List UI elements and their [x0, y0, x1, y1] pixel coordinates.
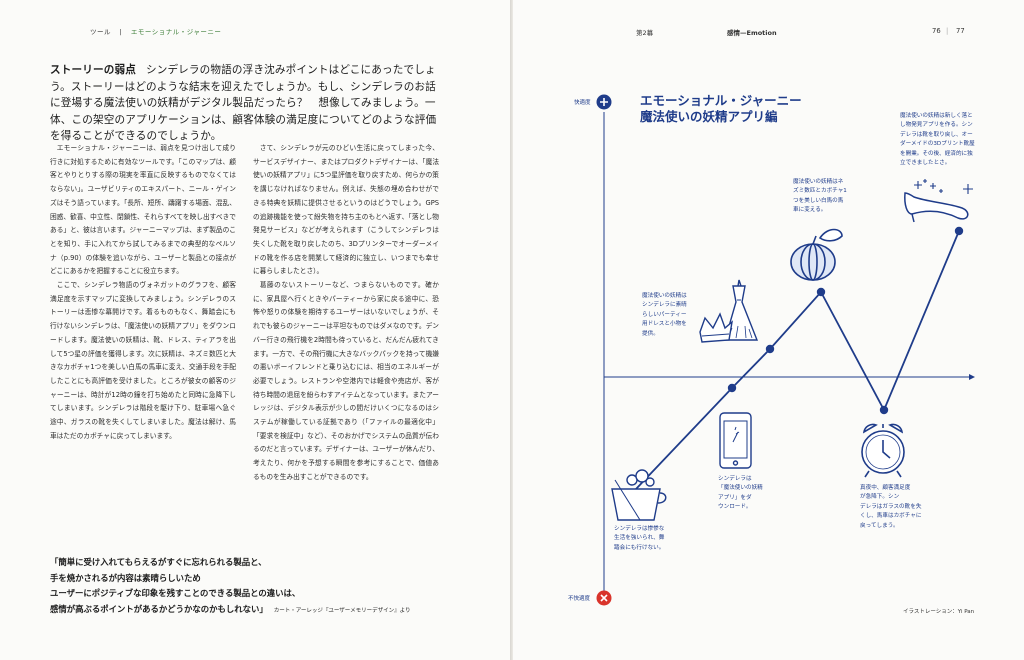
bucket-icon	[611, 469, 667, 521]
annotation-step-4: 魔法使いの妖精はネ ズミ数匹とカボチャ1 つを美しい白馬の馬 車に変える。	[793, 179, 847, 214]
body-column-1: エモーショナル・ジャーニーは、弱点を見つけ出して成り行きに対処するために有効なツ…	[50, 142, 236, 443]
annotation-step-3: 魔法使いの妖精は シンデレラに素晴 らしいパーティー 用ドレスと小物を 提供。	[642, 293, 687, 337]
journey-point	[765, 344, 775, 354]
running-head-title: エモーショナル・ジャーニー	[130, 28, 222, 36]
left-page: ツール | エモーショナル・ジャーニー ストーリーの弱点シンデレラの物語の浮き沈…	[0, 0, 511, 660]
chart-title: エモーショナル・ジャーニー 魔法使いの妖精アプリ編	[640, 93, 802, 125]
quote-citation: カート・アーレッジ『ユーザーメモリーデザイン』より	[273, 607, 411, 614]
x-glyph	[600, 594, 608, 602]
lead-heading: ストーリーの弱点	[50, 64, 136, 76]
running-head-left: ツール | エモーショナル・ジャーニー	[90, 28, 222, 36]
quote-line: ユーザーにポジティブな印象を残すことのできる製品との違いは、	[50, 588, 301, 598]
chart-title-line-1: エモーショナル・ジャーニー	[640, 93, 802, 108]
running-head-chapter-title: 感情—Emotion	[727, 29, 777, 37]
alarm-clock-icon	[861, 423, 905, 478]
body-paragraph: ここで、シンデレラ物語のヴォネガットのグラフを、顧客満足度を示すマップに変換して…	[50, 281, 236, 440]
body-paragraph: 葛藤のないストーリーなど、つまらないものです。確かに、家具屋へ行くときやパーティ…	[253, 281, 439, 481]
plus-glyph	[600, 98, 608, 106]
running-head-chapter: 第2幕	[636, 29, 654, 37]
x-axis-arrow	[969, 374, 975, 380]
running-head-section: ツール	[90, 28, 111, 36]
lead-paragraph: ストーリーの弱点シンデレラの物語の浮き沈みポイントはどこにあったでしょう。ストー…	[50, 62, 442, 145]
illustration-credit: イラストレーション：Yi Pan	[903, 609, 975, 615]
body-column-2: さて、シンデレラが元のひどい生活に戻ってしまった今、サービスデザイナー、またはプ…	[253, 142, 439, 485]
page-number-left: 76	[932, 27, 941, 35]
y-axis-top-label: 快適度	[574, 100, 591, 106]
quote-line: 手を焼かされるが内容は素晴らしいため	[50, 572, 201, 583]
annotation-step-1: シンデレラは惨惨な 生活を強いられ、舞 踏会にも行けない。	[614, 526, 665, 551]
lead-text: シンデレラの物語の浮き沈みポイントはどこにあったでしょう。ストーリーはどのような…	[50, 64, 437, 142]
quote-line: 「簡単に受け入れてもらえるがすぐに忘れられる製品と、	[50, 557, 267, 567]
journey-point	[727, 383, 737, 393]
crown-icon	[699, 312, 734, 343]
right-page	[513, 0, 1024, 660]
annotation-step-6: 魔法使いの妖精は新しく落と し物発見アプリを作る。シン デレラは靴を取り戻し、オ…	[900, 113, 975, 167]
pumpkin-icon	[790, 228, 843, 281]
y-axis-bottom-label: 不快適度	[568, 596, 591, 602]
pull-quote: 「簡単に受け入れてもらえるがすぐに忘れられる製品と、 手を焼かされるが内容は素晴…	[50, 555, 470, 619]
journey-point	[816, 287, 826, 297]
annotation-step-2: シンデレラは 「魔法使いの妖精 アプリ」をダ ウンロード。	[718, 476, 763, 511]
journey-line	[635, 230, 960, 490]
book-gutter	[510, 0, 513, 660]
body-paragraph: エモーショナル・ジャーニーは、弱点を見つけ出して成り行きに対処するために有効なツ…	[50, 144, 236, 276]
emotional-journey-chart	[596, 94, 975, 606]
page-number-right: 77	[956, 27, 965, 35]
quote-line: 感情が高ぶるポイントがあるかどうかなのかもしれない」	[50, 603, 268, 614]
journey-point	[879, 405, 889, 415]
annotation-step-5: 真夜中、顧客満足度 が急降下。シン デレラはガラスの靴を失 くし、馬車はカボチャ…	[860, 485, 922, 529]
glass-slipper-icon	[904, 179, 973, 223]
phone-icon	[719, 412, 752, 469]
chart-title-line-2: 魔法使いの妖精アプリ編	[640, 109, 778, 124]
body-paragraph: さて、シンデレラが元のひどい生活に戻ってしまった今、サービスデザイナー、またはプ…	[253, 144, 439, 276]
journey-point	[954, 226, 964, 236]
